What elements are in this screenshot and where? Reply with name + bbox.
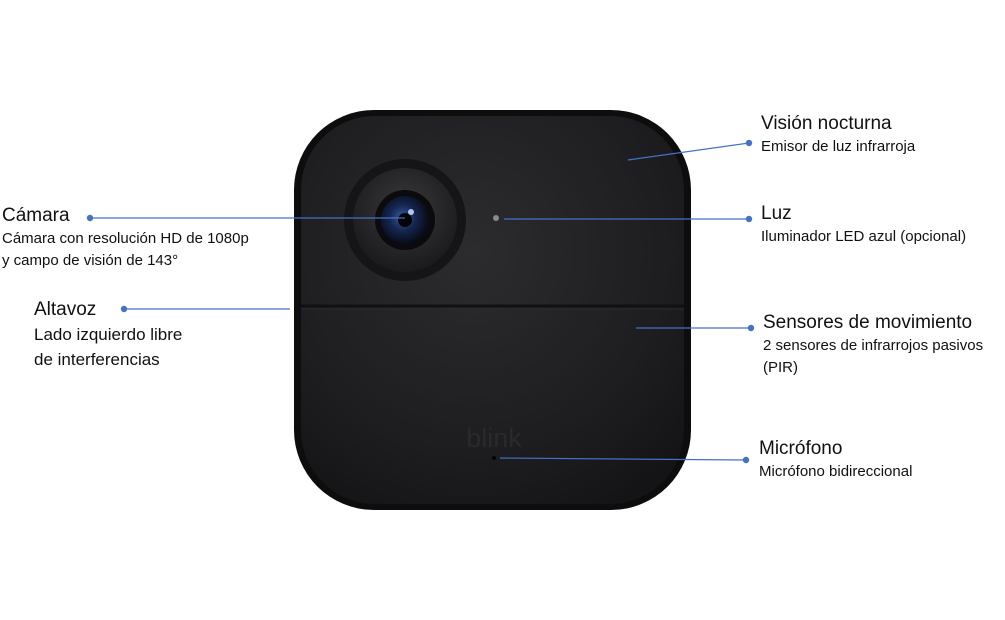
leader-camara-dot — [86, 214, 94, 222]
callout-camara: Cámara Cámara con resolución HD de 1080p… — [2, 204, 249, 272]
leader-microfono — [499, 457, 747, 461]
callout-vision-desc-1: Emisor de luz infrarroja — [761, 138, 916, 155]
callout-luz-desc-1: Iluminador LED azul (opcional) — [761, 228, 967, 245]
callout-camara-title: Cámara — [2, 205, 70, 226]
camera-lens — [344, 159, 466, 281]
callout-vision-title: Visión nocturna — [761, 113, 892, 134]
callout-microfono-title: Micrófono — [759, 438, 843, 459]
brand-logo: blink — [466, 423, 522, 453]
callout-altavoz-title: Altavoz — [34, 299, 97, 320]
callout-sensores-desc-2: (PIR) — [763, 359, 798, 376]
callout-sensores-title: Sensores de movimiento — [763, 312, 973, 333]
microphone-hole — [492, 456, 496, 460]
leader-vision-dot — [745, 139, 753, 147]
leader-vision — [627, 142, 750, 161]
led-indicator — [493, 215, 499, 221]
leader-altavoz-dot — [120, 305, 128, 313]
callout-microfono: Micrófono Micrófono bidireccional — [759, 437, 912, 483]
callout-altavoz-desc-2: de interferencias — [34, 350, 160, 369]
callout-sensores: Sensores de movimiento 2 sensores de inf… — [763, 311, 983, 379]
callout-altavoz: Altavoz Lado izquierdo libre de interfer… — [34, 298, 182, 372]
callout-luz: Luz Iluminador LED azul (opcional) — [761, 202, 966, 248]
leader-luz-dot — [745, 215, 753, 223]
leader-microfono-dot — [742, 456, 750, 464]
callout-camara-desc-1: Cámara con resolución HD de 1080p — [2, 230, 249, 247]
leader-lines — [86, 139, 755, 464]
callout-camara-desc-2: y campo de visión de 143° — [2, 252, 179, 269]
leader-sensores-dot — [747, 324, 755, 332]
lens-pupil — [398, 213, 412, 227]
callout-luz-title: Luz — [761, 203, 792, 224]
callout-sensores-desc-1: 2 sensores de infrarrojos pasivos — [763, 337, 984, 354]
callout-altavoz-desc-1: Lado izquierdo libre — [34, 325, 183, 344]
callout-microfono-desc-1: Micrófono bidireccional — [759, 463, 913, 480]
lens-reflection — [408, 209, 414, 215]
callout-vision-nocturna: Visión nocturna Emisor de luz infrarroja — [761, 112, 915, 158]
